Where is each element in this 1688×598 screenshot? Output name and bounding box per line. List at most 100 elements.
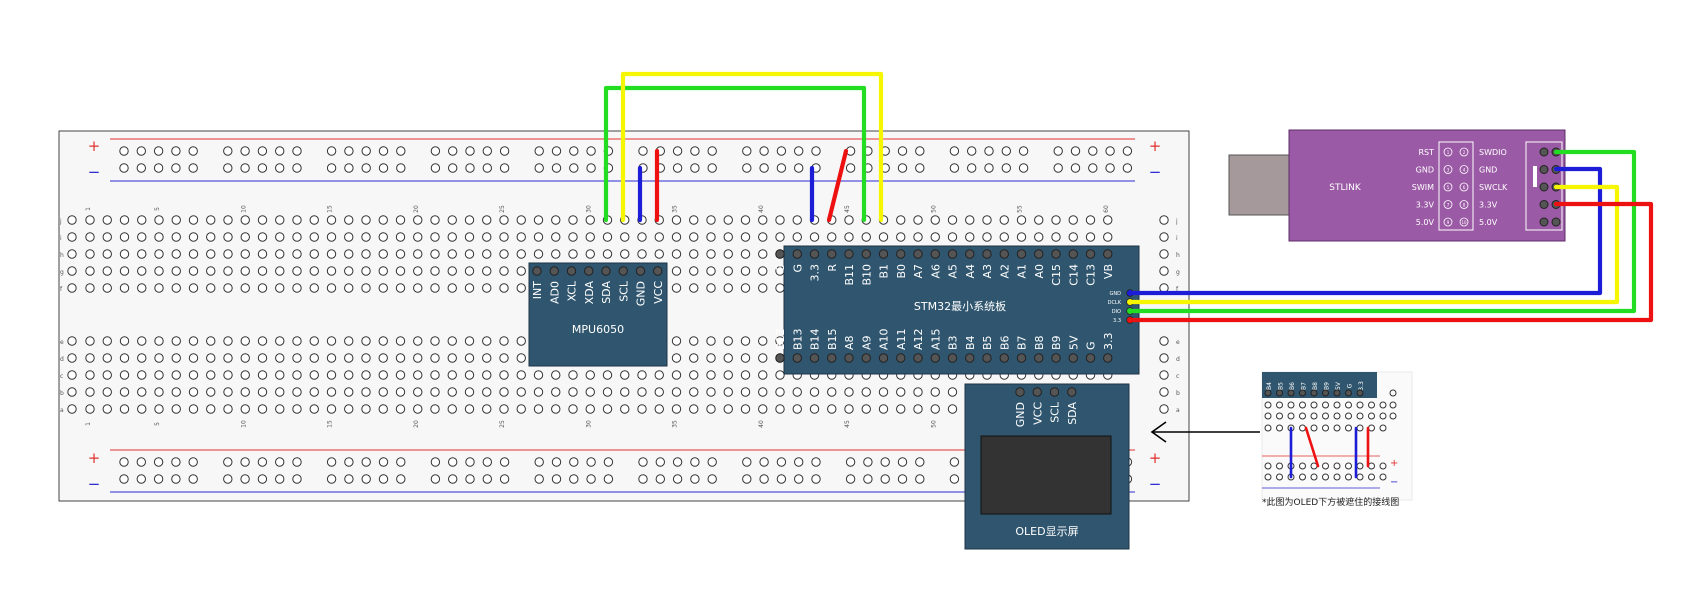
breadboard-hole [85,353,95,363]
breadboard-hole [844,387,854,397]
breadboard-hole [292,163,302,173]
breadboard-hole [913,404,923,414]
breadboard-hole [620,370,630,380]
stm32-bottom-pin-label: B5 [981,335,994,350]
pin-pad [965,353,975,363]
breadboard-hole [671,387,682,397]
breadboard-hole [378,146,389,156]
pin-pad [1539,200,1549,209]
breadboard-hole [586,457,596,467]
breadboard-hole [1345,412,1352,420]
breadboard-hole [1333,412,1341,420]
pin-pad [601,266,611,276]
breadboard-hole [516,404,526,414]
breadboard-hole [949,163,960,173]
breadboard-hole [1310,473,1318,481]
breadboard-hole [620,249,630,259]
pin-pad [1068,249,1078,259]
breadboard-hole [465,457,475,467]
breadboard-wires [637,148,849,223]
breadboard-hole [396,163,406,173]
breadboard-hole [119,215,130,225]
breadboard-hole [171,249,181,259]
breadboard-hole [275,232,285,242]
pin-pad [1016,353,1027,363]
pin-pad [878,353,889,363]
breadboard-hole [137,353,147,363]
pin-pad [1034,249,1044,259]
pin-pad [1034,353,1044,363]
breadboard-hole [309,283,319,293]
breadboard-hole [344,249,354,259]
stm32-top-pin-label: VB [1102,264,1115,279]
breadboard-hole [637,387,647,397]
breadboard-hole [516,336,526,346]
breadboard-hole [1264,401,1272,409]
breadboard-hole [482,266,492,276]
pin-pad [861,353,871,363]
breadboard-hole [1356,473,1364,481]
breadboard-hole [309,232,319,242]
breadboard-hole [1287,412,1295,420]
breadboard-hole [464,266,475,276]
breadboard-hole [240,353,250,363]
breadboard-hole [206,266,216,276]
pin-pad [1068,353,1078,363]
breadboard-hole [206,232,216,242]
stlink-header-number: 5 [1447,185,1450,190]
breadboard-hole [326,215,337,225]
column-number: 25 [499,205,506,213]
stm32-bottom-pin-label: A8 [843,335,856,350]
breadboard-hole [671,404,682,414]
column-number: 55 [1017,205,1024,213]
pin-pad [896,249,906,259]
breadboard-hole [413,266,423,276]
breadboard-hole [1276,424,1283,432]
breadboard-hole [153,457,164,467]
breadboard-hole [482,370,492,380]
breadboard-hole [878,232,889,242]
pin-pad [965,249,975,259]
breadboard-hole [586,474,596,484]
column-number: 40 [758,205,765,213]
breadboard-hole [723,249,733,259]
breadboard-hole [740,387,751,397]
breadboard-hole [1088,163,1098,173]
breadboard-hole [240,266,250,276]
breadboard-hole [292,249,302,259]
stm32-bottom-pin-label: B15 [826,328,839,350]
stlink-header-number: 6 [1463,185,1466,190]
breadboard-hole [482,232,492,242]
breadboard-hole [499,474,510,484]
breadboard-hole [775,387,785,397]
row-letter: a [1176,407,1180,414]
breadboard-hole [464,336,475,346]
breadboard-hole [740,370,751,380]
breadboard-hole [275,404,285,414]
pin-pad [999,353,1009,363]
stm32-top-pin-label: C15 [1050,264,1063,286]
stlink-header-pin [1443,200,1453,209]
breadboard-hole [275,283,285,293]
pin-pad [1333,389,1341,397]
breadboard-hole [758,215,768,225]
oled-screen [980,435,1112,515]
pin-pad [792,353,802,363]
pin-pad [1299,389,1306,397]
breadboard-hole [119,353,130,363]
stlink-header-pin [1459,182,1469,192]
mpu6050-pin-label: XDA [583,281,596,305]
breadboard-hole [863,457,873,467]
breadboard-hole [378,283,388,293]
breadboard-hole [257,370,268,380]
breadboard-hole [1322,401,1329,409]
row-letter: e [1176,339,1180,346]
stlink-left-label: GND [1416,166,1434,175]
stlink-header-pin [1459,165,1469,174]
breadboard-hole [499,232,509,242]
breadboard-hole [1287,401,1295,409]
usb-plug [1228,154,1290,216]
breadboard-hole [758,283,768,293]
breadboard-hole [776,474,787,484]
